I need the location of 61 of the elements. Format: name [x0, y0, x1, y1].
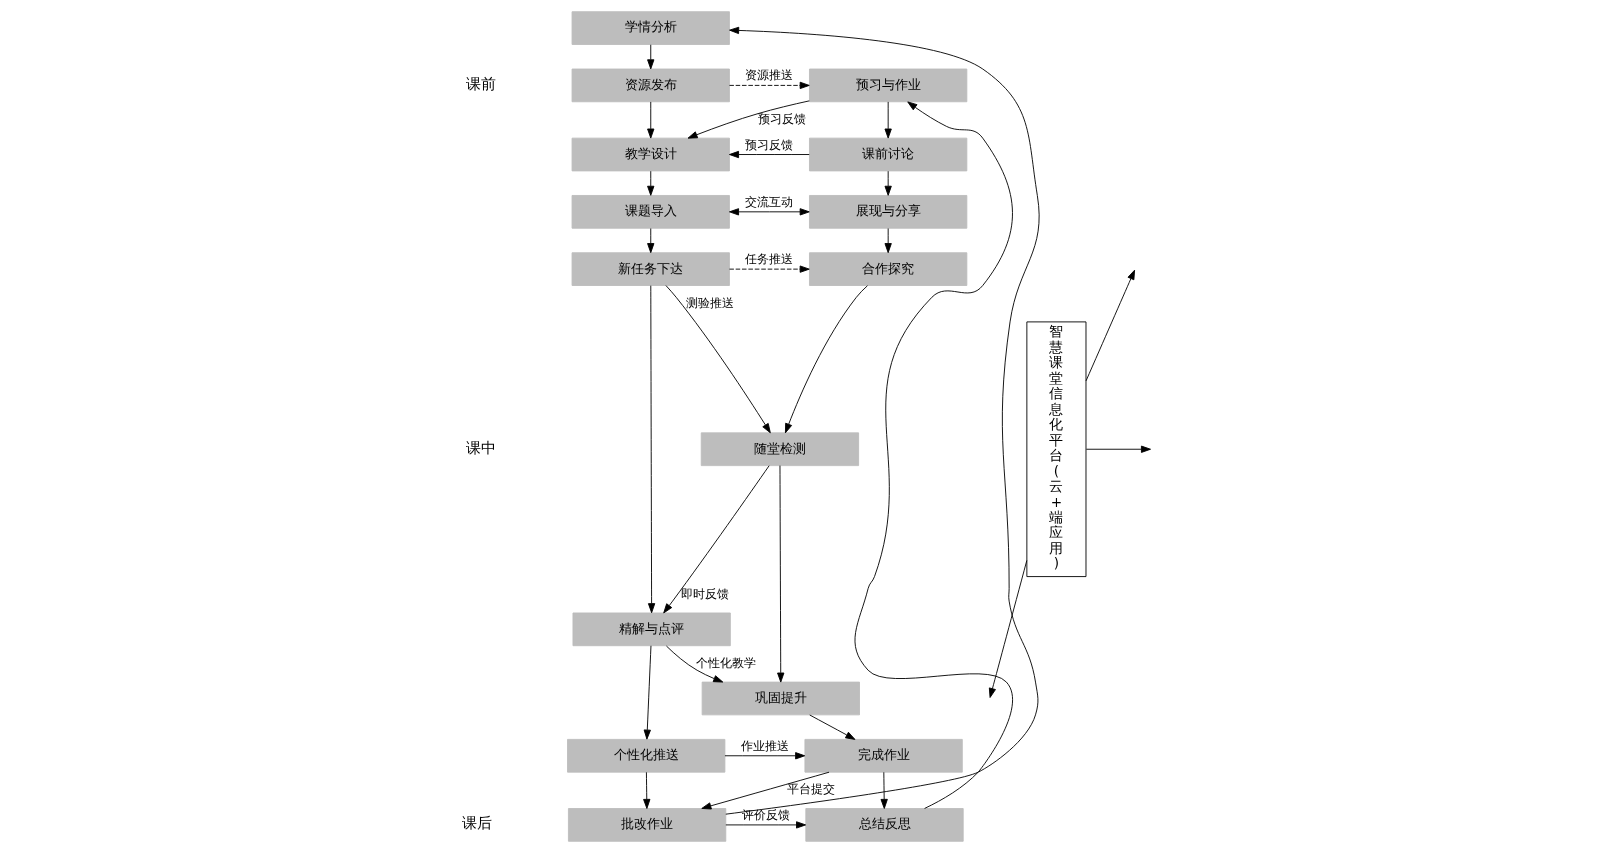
node-box: 完成作业	[803, 738, 963, 773]
arrow	[1085, 269, 1135, 382]
arrow	[700, 771, 829, 810]
arrow	[808, 714, 855, 740]
edge-label: 测验推送	[685, 295, 734, 310]
arrow	[1085, 445, 1151, 453]
node-box: 教学设计	[571, 137, 730, 172]
edge-label: 平台提交	[786, 782, 835, 797]
node-box: 课前讨论	[808, 137, 967, 172]
arrow	[884, 170, 892, 196]
arrow	[880, 771, 888, 809]
arrow	[665, 645, 723, 683]
arrow	[724, 26, 1040, 815]
node-box: 资源发布	[571, 68, 730, 103]
node-box: 新任务下达	[571, 252, 730, 286]
label: 课后	[461, 814, 492, 832]
arrow	[642, 771, 650, 809]
arrow	[988, 560, 1027, 698]
label: 课中	[465, 438, 496, 456]
edge-label: 交流互动	[744, 194, 793, 209]
arrow	[884, 228, 892, 254]
node-box: 随堂检测	[700, 432, 859, 467]
arrow	[728, 150, 810, 159]
edge-label: 个性化教学	[695, 656, 756, 670]
node-box: 巩固提升	[701, 681, 860, 716]
node-box: 智慧课堂信息化平台(云+端应用)	[1025, 321, 1086, 578]
arrow	[646, 44, 654, 70]
node-box: 批改作业	[567, 808, 726, 842]
arrow	[723, 752, 805, 760]
node-box: 学情分析	[571, 11, 730, 45]
arrow	[854, 101, 1013, 809]
edge-label: 即时反馈	[680, 586, 729, 601]
label: 课前	[465, 74, 496, 92]
arrow	[776, 465, 784, 683]
edge-label: 预习反馈	[757, 112, 806, 127]
arrow	[784, 285, 868, 434]
node-box: 精解与点评	[572, 612, 731, 647]
node-box: 总结反思	[804, 808, 964, 842]
arrow	[646, 170, 654, 196]
node-box: 个性化推送	[566, 738, 725, 773]
arrow	[646, 228, 654, 254]
arrow	[728, 208, 810, 216]
arrow	[643, 645, 651, 740]
arrow	[665, 285, 771, 434]
arrow	[687, 100, 810, 139]
edge-label: 资源推送	[744, 68, 793, 83]
arrow	[646, 101, 654, 139]
edge-label: 任务推送	[744, 252, 793, 267]
node-box: 合作探究	[808, 252, 967, 286]
edge-label: 预习反馈	[744, 137, 793, 152]
arrow	[724, 821, 806, 829]
arrow	[647, 285, 655, 614]
arrow	[662, 465, 770, 614]
node-box: 预习与作业	[808, 68, 967, 103]
node-box: 课题导入	[571, 195, 730, 229]
edge-label: 作业推送	[740, 738, 789, 753]
arrow	[728, 81, 810, 90]
node-box: 展现与分享	[808, 195, 967, 229]
arrow	[884, 101, 892, 139]
edge-label: 评价反馈	[741, 807, 790, 822]
arrow	[728, 265, 810, 273]
